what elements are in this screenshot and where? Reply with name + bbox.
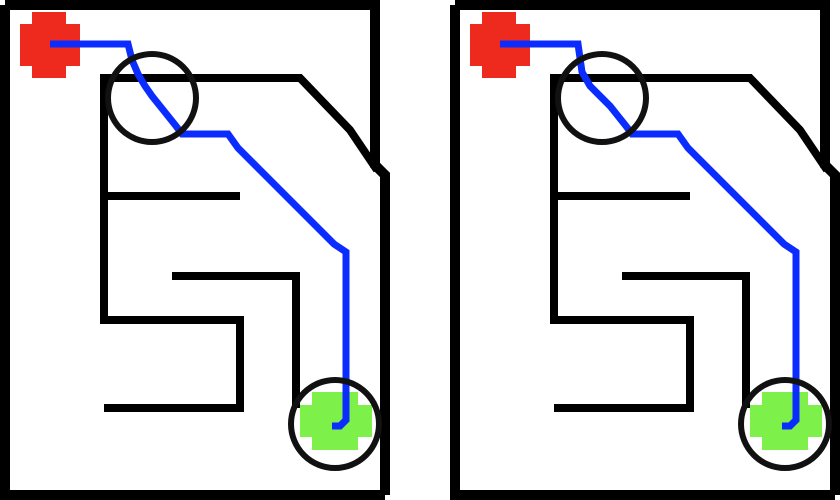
- inner-left-structure: [550, 140, 694, 412]
- highlight-ring-lower: [288, 377, 382, 471]
- highlight-ring-upper: [105, 51, 199, 145]
- right-wall: [370, 15, 390, 495]
- goal-marker: [750, 392, 822, 450]
- maze-diagram-left: [0, 0, 390, 500]
- top-wall: [455, 0, 830, 15]
- top-wall: [5, 0, 380, 15]
- maze-panel-right: [450, 0, 840, 500]
- highlight-ring-upper: [555, 51, 649, 145]
- left-bottom-wall: [0, 5, 385, 500]
- inner-top-wall: [100, 74, 381, 173]
- maze-inner-walls: [100, 74, 381, 412]
- left-bottom-wall: [450, 5, 835, 500]
- planned-path: [500, 40, 800, 430]
- maze-diagram-right: [450, 0, 840, 500]
- maze-outer-walls: [0, 0, 390, 500]
- inner-left-structure: [100, 140, 244, 412]
- right-wall: [820, 15, 840, 495]
- maze-inner-walls: [550, 74, 831, 412]
- inner-top-wall: [550, 74, 831, 173]
- maze-outer-walls: [450, 0, 840, 500]
- maze-panel-left: [0, 0, 390, 500]
- goal-marker: [300, 392, 372, 450]
- planned-path: [50, 40, 350, 430]
- highlight-ring-lower: [738, 377, 832, 471]
